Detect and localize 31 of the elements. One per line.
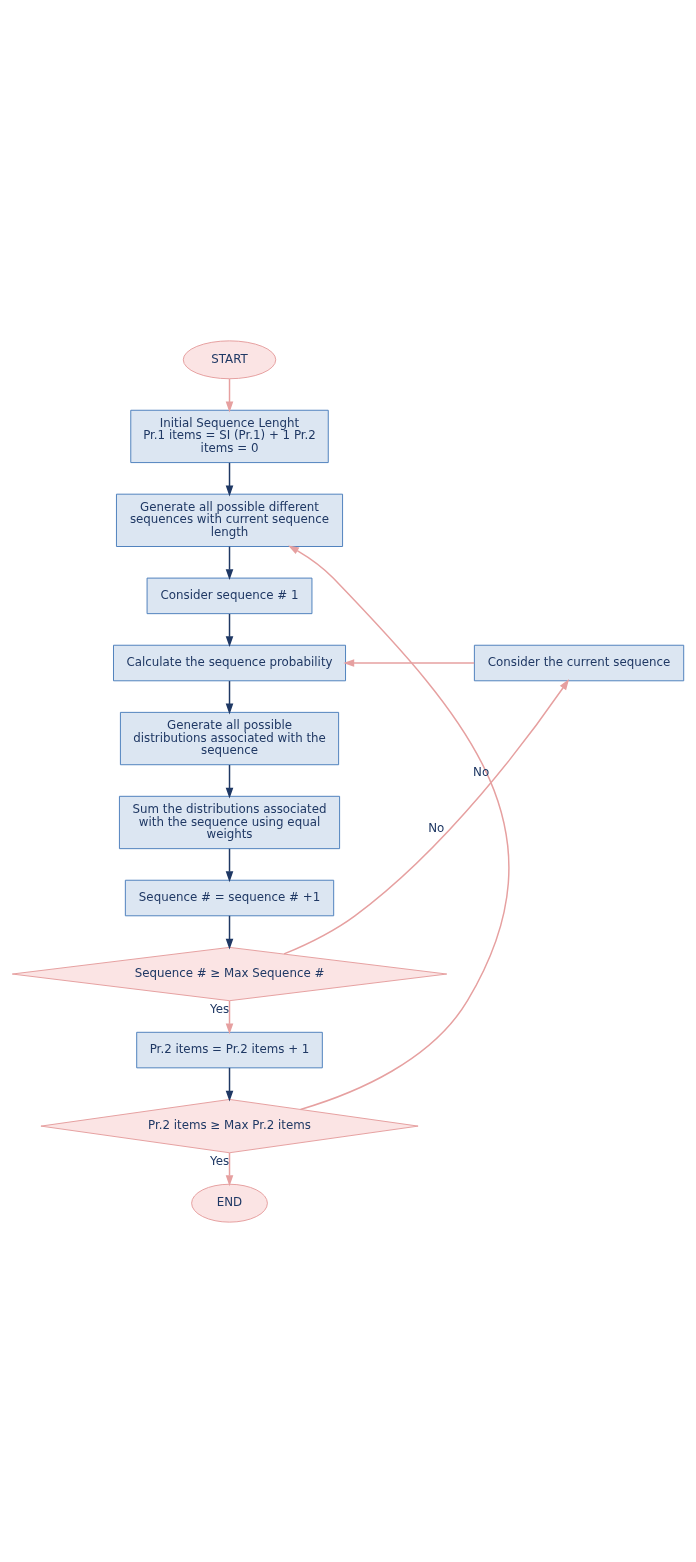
node-diamond: Pr.2 items ≥ Max Pr.2 items	[40, 1098, 419, 1153]
node-box: Generate all possible different sequences with current sequence length	[115, 493, 344, 547]
arrow	[225, 1066, 234, 1102]
node-box: Calculate the sequence probability	[113, 644, 347, 681]
node-box: Sequence # = sequence # +1	[124, 879, 335, 916]
node-ellipse: END	[191, 1183, 268, 1223]
edge-label: Yes	[210, 1001, 230, 1016]
arrow	[225, 545, 234, 580]
arrow	[343, 658, 475, 667]
arrow	[283, 678, 570, 955]
node-box: Consider the current sequence	[473, 644, 685, 681]
edge-label: No	[428, 820, 445, 834]
edge-label: No	[473, 764, 490, 779]
arrow	[288, 544, 510, 1110]
node-ellipse: START	[182, 339, 277, 379]
node-box: Generate all possible distributions associated with the sequence	[119, 711, 340, 765]
edge-label: Yes	[210, 1153, 230, 1168]
arrow	[225, 914, 234, 950]
arrow	[225, 763, 234, 799]
node-box: Consider sequence # 1	[146, 577, 313, 614]
node-box: Initial Sequence Lenght Pr.1 items = SI (Pr.1) + 1 Pr.2 items = 0	[130, 409, 329, 463]
arrow	[225, 461, 234, 496]
node-box: Pr.2 items = Pr.2 items + 1	[136, 1031, 323, 1068]
arrow	[225, 679, 234, 714]
node-box: Sum the distributions associated with the sequence using equal weights	[118, 795, 341, 849]
arrow	[225, 1151, 234, 1186]
arrow	[225, 377, 234, 412]
arrow	[225, 612, 234, 647]
arrow	[225, 847, 234, 882]
node-diamond: Sequence # ≥ Max Sequence #	[11, 946, 448, 1001]
arrow	[225, 999, 234, 1034]
